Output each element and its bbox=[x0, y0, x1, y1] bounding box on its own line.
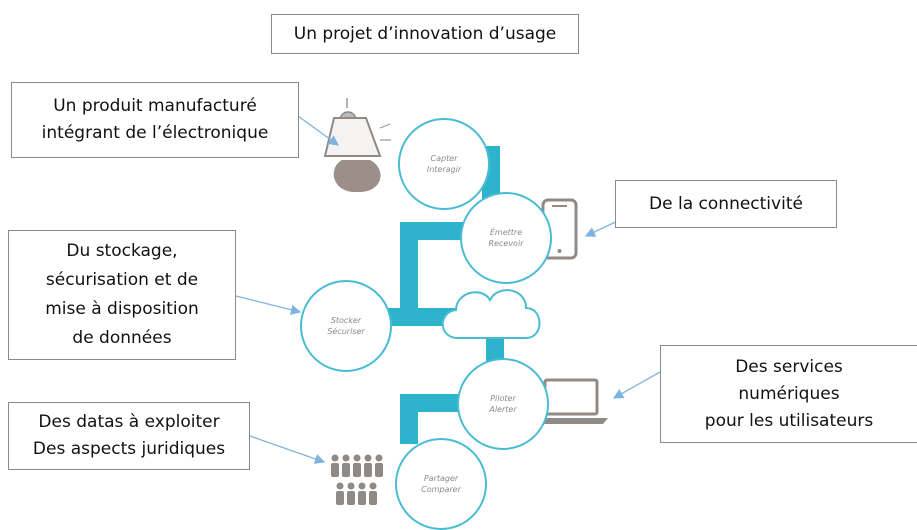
node-label: Stocker bbox=[330, 316, 362, 325]
person-icon bbox=[364, 454, 372, 477]
callout-datas: Des datas à exploiter Des aspects juridi… bbox=[8, 402, 250, 470]
callout-line: Un produit manufacturé bbox=[53, 96, 257, 116]
arrow-datas bbox=[249, 435, 326, 464]
callout-line: numériques bbox=[738, 383, 840, 404]
callout-line: mise à disposition bbox=[45, 299, 199, 319]
node-label: Comparer bbox=[421, 485, 461, 494]
cloud-icon bbox=[441, 289, 541, 339]
node-label: Alerter bbox=[489, 405, 517, 414]
lamp-icon bbox=[323, 98, 391, 192]
person-icon bbox=[342, 454, 350, 477]
node-label: Partager bbox=[423, 474, 459, 483]
diagram-title-box: Un projet d’innovation d’usage bbox=[271, 14, 579, 54]
callout-connectivite: De la connectivité bbox=[615, 180, 837, 228]
person-icon bbox=[375, 454, 383, 477]
callout-line: Des services bbox=[735, 356, 843, 377]
person-icon bbox=[336, 482, 344, 505]
people-icon bbox=[331, 454, 383, 505]
node-capter-interagir: Capter Interagir bbox=[398, 118, 490, 210]
person-icon bbox=[347, 482, 355, 505]
node-label: Sécuriser bbox=[327, 327, 365, 336]
person-icon bbox=[331, 454, 339, 477]
arrow-stockage bbox=[235, 295, 302, 315]
arrow-services bbox=[612, 371, 661, 399]
callout-produit: Un produit manufacturé intégrant de l’él… bbox=[11, 82, 299, 158]
callout-line: Des aspects juridiques bbox=[32, 439, 226, 459]
node-label: Recevoir bbox=[488, 239, 524, 248]
callout-line: De la connectivité bbox=[649, 194, 803, 214]
node-piloter-alerter: Piloter Alerter bbox=[457, 358, 549, 450]
icon-layer bbox=[323, 98, 608, 505]
callout-services: Des services numériques pour les utilisa… bbox=[660, 345, 917, 443]
callout-line: sécurisation et de bbox=[45, 270, 199, 290]
person-icon bbox=[358, 482, 366, 505]
node-emettre-recevoir: Émettre Recevoir bbox=[460, 192, 552, 284]
callout-stockage: Du stockage, sécurisation et de mise à d… bbox=[8, 230, 236, 360]
callout-line: de données bbox=[72, 328, 172, 348]
callout-line: Du stockage, bbox=[66, 241, 178, 261]
callout-line: Des datas à exploiter bbox=[38, 412, 220, 432]
pipe-segment bbox=[400, 394, 418, 444]
node-label: Piloter bbox=[490, 394, 516, 403]
pipe-segment bbox=[400, 222, 418, 324]
node-label: Interagir bbox=[426, 165, 462, 174]
node-stocker-securiser: Stocker Sécuriser bbox=[300, 280, 392, 372]
callout-line: pour les utilisateurs bbox=[704, 410, 874, 431]
diagram-title: Un projet d’innovation d’usage bbox=[293, 24, 557, 44]
arrow-produit bbox=[297, 115, 340, 146]
pipe-connectors bbox=[384, 146, 504, 444]
node-label: Capter bbox=[430, 154, 458, 163]
node-label: Émettre bbox=[489, 228, 523, 237]
callout-line: intégrant de l’électronique bbox=[41, 123, 269, 143]
person-icon bbox=[353, 454, 361, 477]
person-icon bbox=[369, 482, 377, 505]
